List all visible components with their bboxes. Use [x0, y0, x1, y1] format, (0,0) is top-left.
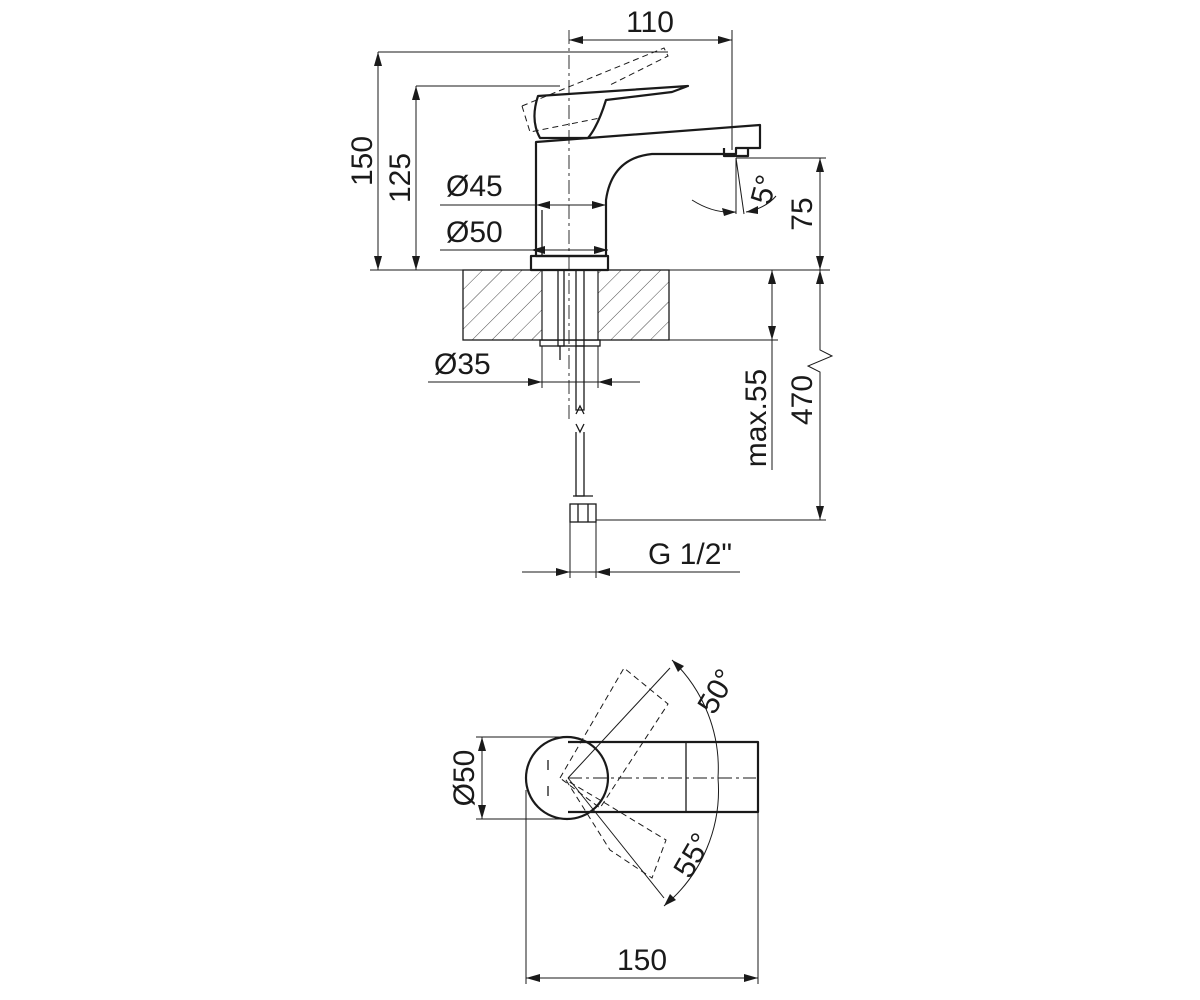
dim-spray-angle: 5° — [691, 157, 784, 216]
dim-spout-height-label: 125 — [384, 153, 417, 203]
dim-top-length-label: 150 — [617, 944, 667, 977]
dim-base-diameter: Ø50 — [440, 216, 608, 254]
dim-spray-angle-label: 5° — [745, 172, 784, 208]
dim-hole-diameter: Ø35 — [428, 346, 640, 388]
faucet-body — [521, 47, 762, 272]
hose-assembly — [539, 269, 601, 523]
lever-rotation-ghosts — [559, 667, 669, 879]
dim-spout-reach: 110 — [569, 6, 733, 150]
dim-top-length: 150 — [525, 790, 759, 984]
dim-lever-angles: 50° 55° — [663, 659, 743, 907]
top-spout-body — [568, 740, 760, 814]
dim-top-diameter: Ø50 — [448, 736, 566, 820]
dim-max-thickness: max.55 — [669, 270, 778, 470]
dim-total-height-label: 150 — [346, 136, 379, 186]
dim-spout-height: 125 — [384, 85, 560, 270]
dim-connection-label: G 1/2" — [648, 538, 732, 571]
dim-spout-reach-label: 110 — [626, 6, 674, 39]
dim-top-diameter-label: Ø50 — [448, 750, 481, 807]
dim-hose-length: 470 — [596, 270, 834, 521]
dim-body-diameter: Ø45 — [440, 170, 606, 209]
dim-total-height: 150 — [346, 51, 668, 270]
dim-hose-length-label: 470 — [786, 375, 819, 425]
countertop-section — [462, 269, 670, 341]
dim-lever-angle-left-label: 50° — [691, 664, 742, 720]
dim-connection: G 1/2" — [522, 522, 740, 578]
dim-body-diameter-label: Ø45 — [446, 170, 503, 203]
top-base-circle — [524, 735, 610, 821]
dim-max-thickness-label: max.55 — [740, 369, 773, 467]
dim-hole-diameter-label: Ø35 — [434, 348, 491, 381]
dim-base-diameter-label: Ø50 — [446, 216, 503, 249]
side-view: 110 150 125 Ø45 — [346, 6, 834, 578]
dim-outlet-height-label: 75 — [786, 197, 819, 230]
dim-outlet-height: 75 — [736, 157, 826, 270]
top-view: 50° 55° Ø50 150 — [448, 659, 760, 984]
